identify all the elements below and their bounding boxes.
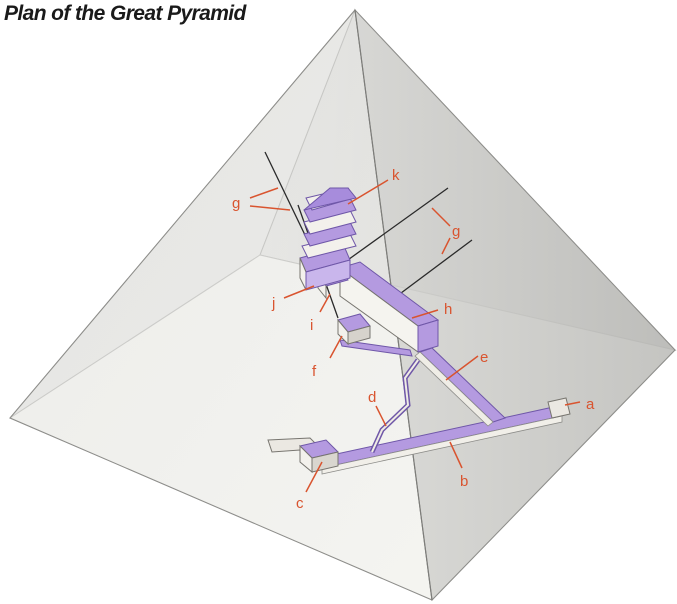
leader-a <box>564 401 581 406</box>
label-b: b <box>460 473 468 490</box>
grand-gallery-side <box>417 319 439 353</box>
leader-h <box>411 309 439 319</box>
leader-g-left-2 <box>249 205 291 211</box>
leader-g-right <box>431 207 451 227</box>
leader-g-left-1 <box>249 187 279 199</box>
label-j: j <box>271 295 275 312</box>
leader-i <box>319 293 331 313</box>
label-c: c <box>296 495 304 512</box>
label-h: h <box>444 301 452 318</box>
relieving-chambers <box>301 187 357 259</box>
diagram-title: Plan of the Great Pyramid <box>4 2 246 25</box>
label-d: d <box>368 389 376 406</box>
label-a: a <box>586 396 595 413</box>
label-i: i <box>310 317 313 334</box>
leader-b <box>449 441 463 469</box>
queens-chamber-passage <box>339 339 413 357</box>
label-k: k <box>392 167 400 184</box>
label-f: f <box>312 363 317 380</box>
leader-k <box>347 179 389 205</box>
leader-d <box>375 405 387 427</box>
kings-chamber-side <box>305 259 351 291</box>
leader-c <box>305 461 323 493</box>
pyramid-body <box>8 8 677 602</box>
entrance-block <box>547 397 571 419</box>
air-shaft-king-south <box>344 187 449 263</box>
label-g-left: g <box>232 195 240 212</box>
queens-chamber-side <box>347 325 371 345</box>
passage-system <box>267 187 571 475</box>
ascending-passage-side <box>414 351 494 427</box>
relieving-chambers-roof <box>303 187 357 211</box>
leader-g-right-2 <box>441 237 451 255</box>
descending-passage-side <box>321 415 563 475</box>
leader-f <box>329 335 343 359</box>
well-shaft-edge <box>371 359 419 453</box>
leader-lines <box>249 179 581 493</box>
leader-e <box>445 355 479 381</box>
leader-j <box>283 285 315 299</box>
labels: a b c d e f g g h i j k <box>232 167 595 512</box>
label-e: e <box>480 349 488 366</box>
label-g-right: g <box>452 223 460 240</box>
